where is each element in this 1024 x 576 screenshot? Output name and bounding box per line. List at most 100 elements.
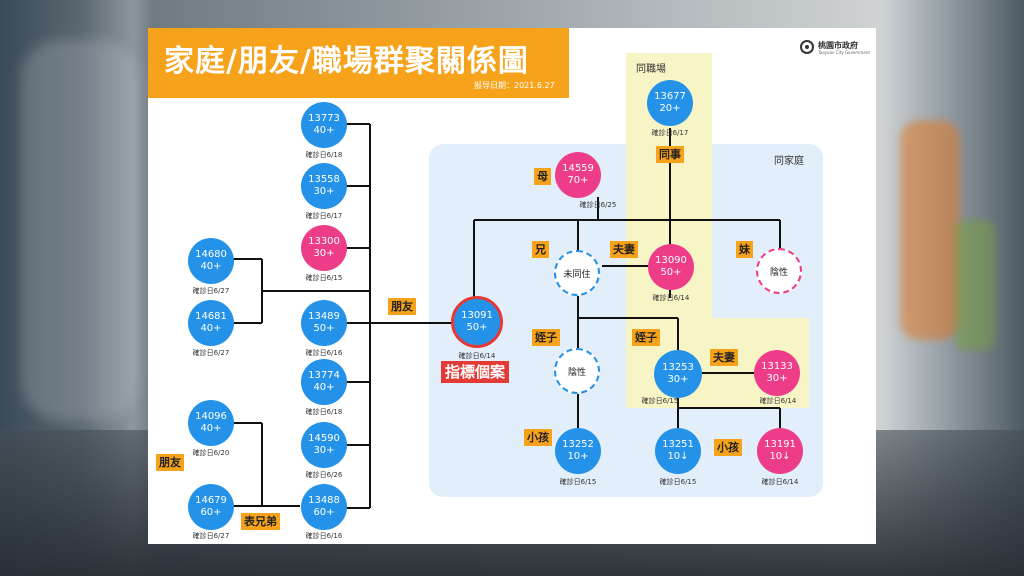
case-node-13774: 13774 40+ [301, 359, 347, 405]
relation-tag-child: 小孩 [524, 429, 552, 446]
case-age: 40+ [313, 125, 335, 136]
confirm-date: 確診日6/18 [305, 151, 343, 159]
relation-tag-younger-sister: 妹 [736, 241, 753, 258]
confirm-date: 確診日6/26 [305, 471, 343, 479]
case-id: 14680 [195, 249, 227, 260]
case-age: 30+ [313, 186, 335, 197]
case-id: 14590 [308, 433, 340, 444]
case-node-13090: 13090 50+ [648, 244, 694, 290]
case-node-13251: 13251 10↓ [655, 428, 701, 474]
confirm-date: 確診日6/25 [579, 201, 617, 209]
case-node-13091: 13091 50+ [451, 296, 503, 348]
confirm-date: 確診日6/16 [305, 532, 343, 540]
government-name: 桃園市政府 [818, 41, 858, 50]
family-zone-label: 同家庭 [774, 156, 804, 167]
case-id: 14681 [195, 311, 227, 322]
case-node-13252: 13252 10+ [555, 428, 601, 474]
case-age: 40+ [200, 423, 222, 434]
confirm-date: 確診日6/16 [305, 349, 343, 357]
case-age: 30+ [766, 373, 788, 384]
nephew-negative-node: 陰性 [554, 348, 600, 394]
relation-tag-couple: 夫妻 [610, 241, 638, 258]
case-node-14679: 14679 60+ [188, 484, 234, 530]
case-node-13133: 13133 30+ [754, 350, 800, 396]
relation-tag-colleague: 同事 [656, 146, 684, 163]
confirm-date: 確診日6/14 [759, 397, 797, 405]
background-blur-shape [955, 220, 995, 350]
case-node-13300: 13300 30+ [301, 225, 347, 271]
case-node-13677: 13677 20+ [647, 80, 693, 126]
case-id: 13252 [562, 439, 594, 450]
case-id: 13253 [662, 362, 694, 373]
case-age: 30+ [667, 374, 689, 385]
case-age: 10↓ [769, 451, 791, 462]
case-node-13773: 13773 40+ [301, 102, 347, 148]
government-name-en: Taoyuan City Government [818, 50, 870, 55]
case-age: 60+ [313, 507, 335, 518]
case-id: 13489 [308, 311, 340, 322]
case-age: 40+ [200, 261, 222, 272]
confirm-date: 確診日6/14 [458, 352, 496, 360]
case-age: 40+ [200, 323, 222, 334]
brother-node: 未同住 [554, 250, 600, 296]
confirm-date: 確診日6/27 [192, 532, 230, 540]
relation-tag-couple: 夫妻 [710, 349, 738, 366]
node-status: 陰性 [567, 367, 586, 378]
confirm-date: 確診日6/17 [651, 129, 689, 137]
case-id: 13488 [308, 495, 340, 506]
title-bar: 家庭/朋友/職場群聚關係圖 报导日期：2021.6.27 [148, 28, 569, 98]
relation-tag-nephew: 姪子 [532, 329, 560, 346]
case-id: 13300 [308, 236, 340, 247]
diagram-slide: 家庭/朋友/職場群聚關係圖 报导日期：2021.6.27 桃園市政府 Taoyu… [148, 28, 876, 544]
confirm-date: 確診日6/14 [761, 478, 799, 486]
case-age: 60+ [200, 507, 222, 518]
relation-tag-nephew: 姪子 [632, 329, 660, 346]
index-case-label: 指標個案 [441, 361, 510, 383]
relation-tag-elder-brother: 兄 [532, 241, 549, 258]
case-id: 14679 [195, 495, 227, 506]
node-status: 未同住 [563, 269, 591, 280]
background-blur-shape [20, 40, 140, 420]
connector-lines [214, 123, 781, 509]
case-age: 30+ [313, 248, 335, 259]
case-age: 30+ [313, 445, 335, 456]
case-id: 14559 [562, 163, 594, 174]
workplace-zone-label: 同職場 [636, 64, 666, 75]
case-node-13488: 13488 60+ [301, 484, 347, 530]
case-node-13489: 13489 50+ [301, 300, 347, 346]
case-age: 40+ [313, 382, 335, 393]
case-id: 13090 [655, 255, 687, 266]
case-age: 10↓ [667, 451, 689, 462]
confirm-date: 確診日6/20 [192, 449, 230, 457]
case-node-14590: 14590 30+ [301, 422, 347, 468]
case-age: 50+ [313, 323, 335, 334]
case-age: 10+ [567, 451, 589, 462]
case-node-14559: 14559 70+ [555, 152, 601, 198]
case-age: 70+ [567, 175, 589, 186]
confirm-date: 確診日6/15 [559, 478, 597, 486]
relation-tag-mother: 母 [534, 168, 551, 185]
relation-tag-cousin: 表兄弟 [241, 513, 280, 530]
case-node-14681: 14681 40+ [188, 300, 234, 346]
case-node-13191: 13191 10↓ [757, 428, 803, 474]
confirm-date: 確診日6/15 [305, 274, 343, 282]
case-id: 13251 [662, 439, 694, 450]
report-date: 报导日期：2021.6.27 [474, 81, 555, 90]
relation-tag-child: 小孩 [714, 439, 742, 456]
confirm-date: 確診日6/15 [641, 397, 679, 405]
case-age: 50+ [466, 322, 488, 333]
case-node-14096: 14096 40+ [188, 400, 234, 446]
case-id: 13773 [308, 113, 340, 124]
case-id: 13677 [654, 91, 686, 102]
confirm-date: 確診日6/15 [659, 478, 697, 486]
confirm-date: 確診日6/27 [192, 349, 230, 357]
confirm-date: 確診日6/17 [305, 212, 343, 220]
case-age: 20+ [659, 103, 681, 114]
case-id: 13191 [764, 439, 796, 450]
case-age: 50+ [660, 267, 682, 278]
confirm-date: 確診日6/27 [192, 287, 230, 295]
sister-node: 陰性 [756, 248, 802, 294]
relation-tag-friend: 朋友 [156, 454, 184, 471]
case-id: 13774 [308, 370, 340, 381]
confirm-date: 確診日6/18 [305, 408, 343, 416]
